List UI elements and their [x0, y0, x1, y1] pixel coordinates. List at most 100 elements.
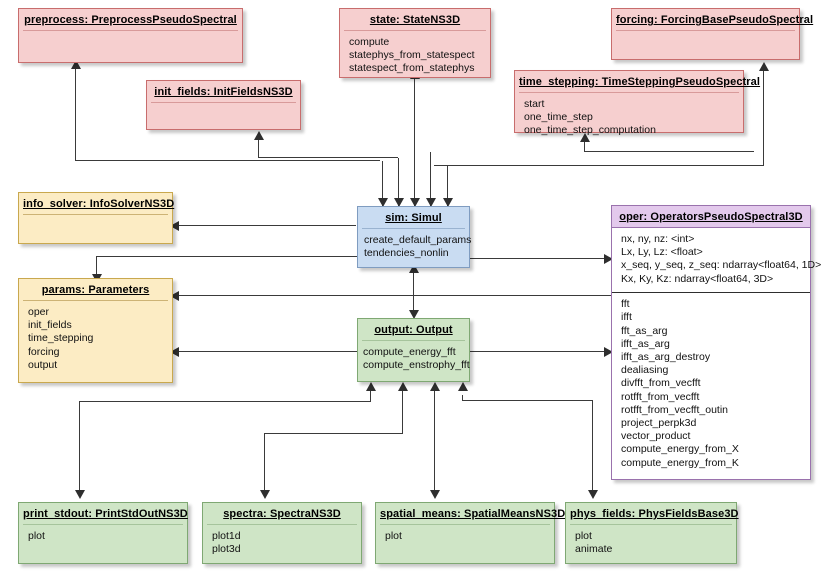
arrowhead-oper-low — [604, 347, 613, 357]
connector-spectra-up-v — [402, 390, 404, 434]
connector-down-sim-4 — [430, 152, 432, 206]
member-state-2: statespect_from_statephys — [349, 62, 475, 75]
method-oper-11: compute_energy_from_X — [621, 443, 739, 456]
connector-sim-initfields-v — [258, 139, 260, 158]
method-oper-0: fft — [621, 298, 630, 311]
class-separator-spectra — [207, 524, 357, 525]
class-header-forcing: forcing: ForcingBasePseudoSpectral — [616, 14, 814, 26]
connector-sim-params-v — [96, 256, 98, 278]
member-state-0: compute — [349, 36, 390, 48]
arrowhead-params-mid — [170, 291, 179, 301]
arrowhead-output-from-sim — [409, 310, 419, 319]
class-members-preprocess — [19, 31, 242, 41]
connector-sim-infosolver — [178, 225, 356, 227]
class-box-init-fields[interactable]: init_fields: InitFieldsNS3D — [146, 80, 301, 130]
member-params-1: init_fields — [28, 319, 72, 332]
class-separator-forcing — [616, 30, 795, 31]
arrowhead-sim-in-5 — [443, 198, 453, 207]
class-separator-params — [23, 300, 168, 301]
class-box-preprocess[interactable]: preprocess: PreprocessPseudoSpectral — [18, 8, 243, 63]
class-separator-preprocess — [23, 30, 238, 31]
connector-sim-forcing-v — [763, 70, 765, 166]
class-members-phys-fields: plot animate — [566, 525, 736, 561]
method-oper-12: compute_energy_from_K — [621, 456, 739, 469]
arrowhead-sim-from-output — [409, 264, 419, 273]
class-box-phys-fields[interactable]: phys_fields: PhysFieldsBase3D plot anima… — [565, 502, 739, 564]
class-separator-time-stepping — [519, 92, 739, 93]
connector-spectra-h — [264, 433, 403, 435]
method-oper-7: rotfft_from_vecfft — [621, 390, 700, 403]
connector-output-params — [178, 351, 358, 353]
arrowhead-sim-in-4 — [426, 198, 436, 207]
arrowhead-info-solver — [170, 221, 179, 231]
connector-sim-forcing-h — [434, 165, 764, 167]
class-separator-print-stdout — [23, 524, 183, 525]
class-box-spectra[interactable]: spectra: SpectraNS3D plot1d plot3d — [202, 502, 362, 564]
member-print-stdout-0: plot — [28, 530, 45, 542]
class-members-spatial-means: plot — [376, 525, 554, 548]
class-separator-oper-2 — [612, 291, 810, 294]
connector-sim-preprocess-v — [75, 68, 77, 161]
class-header-phys-fields: phys_fields: PhysFieldsBase3D — [570, 508, 739, 520]
arrowhead-phys-fields — [588, 490, 598, 499]
class-methods-oper: fft ifft fft_as_arg ifft_as_arg ifft_as_… — [612, 293, 810, 476]
class-members-output: compute_energy_fft compute_enstrophy_fft — [358, 341, 470, 377]
arrowhead-spatial-means — [430, 490, 440, 499]
class-box-output[interactable]: output: Output compute_energy_fft comput… — [357, 318, 470, 382]
arrowhead-params-low — [170, 347, 179, 357]
member-params-3: forcing — [28, 345, 60, 358]
method-oper-4: ifft_as_arg_destroy — [621, 351, 711, 364]
class-box-params[interactable]: params: Parameters oper init_fields time… — [18, 278, 173, 383]
connector-down-sim-2 — [398, 158, 400, 206]
class-header-init-fields: init_fields: InitFieldsNS3D — [154, 86, 293, 98]
method-oper-6: divfft_from_vecfft — [621, 377, 701, 390]
member-spatial-means-0: plot — [385, 530, 402, 542]
class-header-preprocess: preprocess: PreprocessPseudoSpectral — [24, 14, 237, 26]
class-members-init-fields — [147, 103, 300, 113]
class-separator-phys-fields — [570, 524, 732, 525]
class-members-spectra: plot1d plot3d — [203, 525, 361, 561]
class-box-state[interactable]: state: StateNS3D compute statephys_from_… — [339, 8, 491, 78]
connector-sim-timestepping-h — [584, 151, 754, 153]
class-members-info-solver — [19, 215, 172, 225]
class-members-state: compute statephys_from_statespect states… — [340, 31, 490, 81]
method-oper-1: ifft — [621, 311, 632, 324]
class-box-print-stdout[interactable]: print_stdout: PrintStdOutNS3D plot — [18, 502, 188, 564]
connector-down-sim-1 — [382, 161, 384, 206]
connector-physfields-up-v — [462, 395, 464, 401]
member-params-2: time_stepping — [28, 332, 94, 345]
class-box-info-solver[interactable]: info_solver: InfoSolverNS3D — [18, 192, 174, 244]
class-box-oper[interactable]: oper: OperatorsPseudoSpectral3D nx, ny, … — [611, 205, 822, 480]
connector-oper-params — [178, 295, 612, 297]
member-params-0: oper — [28, 306, 50, 318]
attr-oper-3: Kx, Ky, Kz: ndarray<float64, 3D> — [621, 272, 774, 285]
arrowhead-print-stdout — [75, 490, 85, 499]
class-box-sim[interactable]: sim: Simul create_default_params tendenc… — [357, 206, 472, 268]
class-header-oper: oper: OperatorsPseudoSpectral3D — [612, 206, 810, 227]
member-time-stepping-2: one_time_step_computation — [524, 124, 656, 137]
class-attributes-oper: nx, ny, nz: <int> Lx, Ly, Lz: <float> x_… — [612, 228, 822, 292]
arrowhead-sim-in-2 — [394, 198, 404, 207]
arrowhead-output-in-4 — [458, 382, 468, 391]
attr-oper-2: x_seq, y_seq, z_seq: ndarray<float64, 1D… — [621, 259, 822, 272]
member-params-4: output — [28, 358, 58, 371]
connector-spectra-v — [264, 433, 266, 494]
class-members-params: oper init_fields time_stepping forcing o… — [19, 301, 172, 377]
class-header-params: params: Parameters — [41, 284, 150, 296]
class-box-spatial-means[interactable]: spatial_means: SpatialMeansNS3D plot — [375, 502, 565, 564]
member-spectra-1: plot3d — [212, 543, 241, 556]
member-phys-fields-1: animate — [575, 543, 613, 556]
class-separator-sim — [362, 228, 465, 229]
member-output-1: compute_enstrophy_fft — [363, 359, 470, 372]
arrowhead-sim-in-state — [410, 198, 420, 207]
class-members-time-stepping: start one_time_step one_time_step_comput… — [515, 93, 743, 143]
member-time-stepping-0: start — [524, 98, 545, 110]
connector-output-oper — [470, 351, 608, 353]
class-box-time-stepping[interactable]: time_stepping: TimeSteppingPseudoSpectra… — [514, 70, 760, 136]
class-box-forcing[interactable]: forcing: ForcingBasePseudoSpectral — [611, 8, 814, 60]
connector-print-v — [79, 401, 81, 494]
class-separator-spatial-means — [380, 524, 550, 525]
member-sim-0: create_default_params — [364, 234, 472, 246]
connector-down-sim-5 — [447, 166, 449, 206]
